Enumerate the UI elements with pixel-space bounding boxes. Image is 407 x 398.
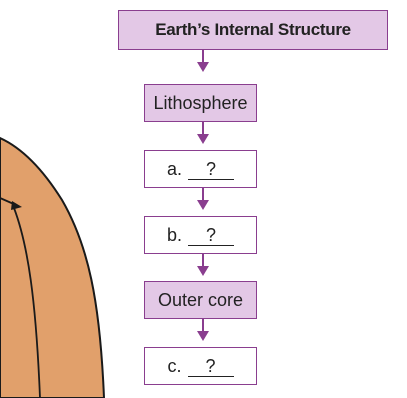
- node-b: b. ?: [144, 216, 257, 254]
- node-b-answer-blank[interactable]: ?: [188, 225, 234, 246]
- node-a-prefix: a.: [167, 159, 182, 180]
- node-c-answer-blank[interactable]: ?: [188, 356, 234, 377]
- node-a: a. ?: [144, 150, 257, 188]
- arrow-a-to-b: [197, 188, 209, 210]
- arrow-b-to-outer-core: [197, 254, 209, 276]
- arrow-lithosphere-to-a: [197, 122, 209, 144]
- arrow-title-to-lithosphere: [197, 50, 209, 72]
- node-a-answer-blank[interactable]: ?: [188, 159, 234, 180]
- node-b-prefix: b.: [167, 225, 182, 246]
- node-lithosphere-label: Lithosphere: [153, 93, 247, 114]
- node-c-prefix: c.: [167, 356, 181, 377]
- node-lithosphere: Lithosphere: [144, 84, 257, 122]
- diagram-title: Earth’s Internal Structure: [155, 20, 351, 40]
- node-outer-core: Outer core: [144, 281, 257, 319]
- node-c: c. ?: [144, 347, 257, 385]
- earth-cross-section: [0, 138, 104, 398]
- node-outer-core-label: Outer core: [158, 290, 243, 311]
- diagram-title-box: Earth’s Internal Structure: [118, 10, 388, 50]
- arrow-outer-core-to-c: [197, 319, 209, 341]
